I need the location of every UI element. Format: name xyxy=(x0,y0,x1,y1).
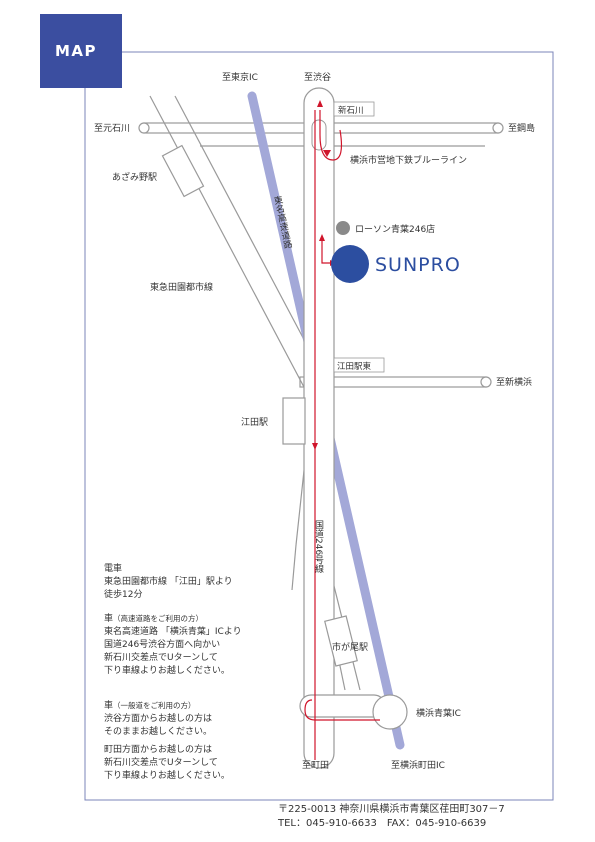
directions-train-title: 電車 xyxy=(104,564,123,574)
label-route246: 国道246号線 xyxy=(313,520,324,573)
label-blue-line: 横浜市営地下鉄ブルーライン xyxy=(350,154,467,166)
label-yokohama-aoba-ic: 横浜青葉IC xyxy=(416,707,461,719)
road-route246 xyxy=(303,87,335,769)
directions-car-machida-line: 下り車線よりお越しください。 xyxy=(104,771,230,781)
directions-train-line: 徒歩12分 xyxy=(104,590,143,600)
road-shinyokohama xyxy=(299,376,492,388)
tag-eda-eki-higashi: 江田駅東 xyxy=(337,361,372,372)
frame-border xyxy=(84,51,554,801)
dest-tsunashima: 至鋼島 xyxy=(508,122,535,134)
tag-eda-eki-higashi-box xyxy=(333,357,385,373)
tag-shin-ishikawa-box xyxy=(333,101,375,117)
directions-car-expressway-line: 東名高速道路 「横浜青葉」ICより xyxy=(104,627,242,637)
directions-train: 電車 東急田園都市線 「江田」駅より 徒歩12分 xyxy=(104,563,233,602)
station-ichigao-box xyxy=(324,615,358,667)
directions-car-local-title: 車（一般道をご利用の方） xyxy=(104,701,196,711)
label-eda: 江田駅 xyxy=(241,417,268,428)
tag-shin-ishikawa: 新石川 xyxy=(338,105,364,116)
label-azamino: あざみ野駅 xyxy=(112,171,157,183)
directions-car-local-line: 渋谷方面からお越しの方は xyxy=(104,714,213,724)
station-eda-box xyxy=(282,397,306,445)
directions-car-expressway: 車（高速道路をご利用の方） 東名高速道路 「横浜青葉」ICより 国道246号渋谷… xyxy=(104,612,242,678)
directions-car-local: 車（一般道をご利用の方） 渋谷方面からお越しの方は そのままお越しください。 xyxy=(104,699,212,739)
directions-car-expressway-line: 国道246号渋谷方面へ向かい xyxy=(104,640,221,650)
directions-car-expressway-line: 新石川交差点でUターンして xyxy=(104,653,218,663)
dest-shibuya: 至渋谷 xyxy=(304,71,331,83)
brand-label: SUNPRO xyxy=(375,254,461,276)
directions-car-machida: 町田方面からお越しの方は 新石川交差点でUターンして 下り車線よりお越しください… xyxy=(104,744,230,783)
lawson-label: ローソン青葉246店 xyxy=(355,223,435,235)
directions-car-expressway-line: 下り車線よりお越しください。 xyxy=(104,666,230,676)
directions-car-expressway-title: 車（高速道路をご利用の方） xyxy=(104,614,204,624)
dest-tokyo-ic: 至東京IC xyxy=(222,71,258,83)
label-tomei: 東名高速道路 xyxy=(271,194,293,251)
dest-machida: 至町田 xyxy=(302,760,329,771)
label-denentoshi: 東急田園都市線 xyxy=(150,281,213,293)
footer-address: 〒225-0013 神奈川県横浜市青葉区荏田町307－7 xyxy=(278,804,505,815)
dest-shinyokohama: 至新横浜 xyxy=(496,376,532,388)
yokohama-aoba-ic-ramp xyxy=(299,694,408,730)
directions-car-machida-line: 町田方面からお越しの方は xyxy=(104,745,213,755)
lawson-marker xyxy=(336,221,350,235)
map-badge xyxy=(40,14,122,88)
sunpro-marker xyxy=(331,245,369,283)
dest-motoishikawa: 至元石川 xyxy=(94,123,130,134)
directions-car-local-line: そのままお越しください。 xyxy=(104,727,213,737)
footer-contact: TEL：045-910-6633 FAX：045-910-6639 xyxy=(278,818,487,829)
directions-car-machida-line: 新石川交差点でUターンして xyxy=(104,758,218,768)
label-ichigao: 市が尾駅 xyxy=(332,641,368,653)
station-azamino-box xyxy=(161,144,205,198)
route-guidance xyxy=(304,110,380,760)
directions-train-line: 東急田園都市線 「江田」駅より xyxy=(104,577,233,587)
dest-yokohama-machida-ic: 至横浜町田IC xyxy=(391,759,445,771)
footer: 〒225-0013 神奈川県横浜市青葉区荏田町307－7 TEL：045-910… xyxy=(278,803,505,831)
map-badge-text: MAP xyxy=(55,42,97,60)
